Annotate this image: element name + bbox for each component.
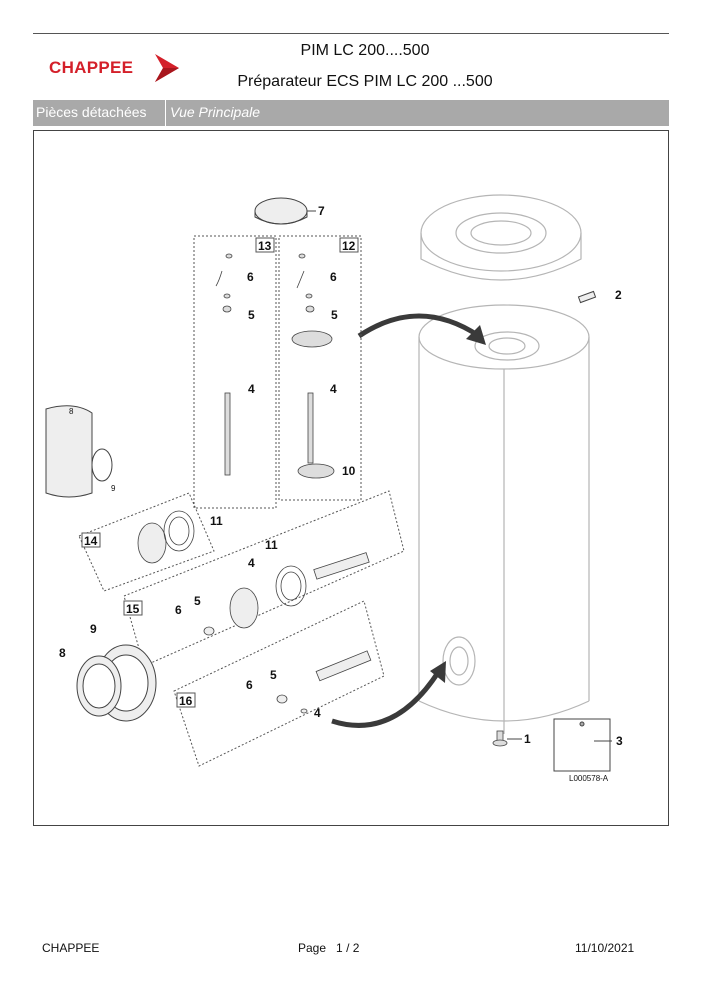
reference-code: L000578-A bbox=[569, 774, 609, 783]
arrow-head-top bbox=[466, 325, 486, 345]
callout-9-small: 9 bbox=[111, 484, 116, 493]
callout-15: 15 bbox=[126, 602, 140, 616]
section-label: Pièces détachées bbox=[33, 100, 166, 126]
kit-15-parts bbox=[203, 552, 370, 636]
kit-box-12 bbox=[278, 235, 362, 501]
callout-9-large: 9 bbox=[90, 622, 97, 636]
footer-page: Page 1 / 2 bbox=[298, 941, 359, 955]
brand-logo: CHAPPEE bbox=[49, 52, 185, 84]
page-total: 2 bbox=[352, 941, 360, 955]
exploded-view-diagram: 7 13 12 6 5 4 bbox=[45, 194, 623, 783]
callout-1: 1 bbox=[524, 732, 531, 746]
callout-7: 7 bbox=[318, 204, 325, 218]
page-separator: / bbox=[346, 941, 350, 955]
callout-4-kit15: 4 bbox=[248, 556, 255, 570]
brand-logo-text: CHAPPEE bbox=[49, 58, 134, 77]
flow-arrows bbox=[331, 313, 481, 728]
header-rule bbox=[33, 33, 669, 34]
callout-12: 12 bbox=[342, 239, 356, 253]
part-2-drawing bbox=[577, 290, 597, 304]
callout-10: 10 bbox=[342, 464, 356, 478]
callout-13: 13 bbox=[258, 239, 272, 253]
callout-4-kit16: 4 bbox=[314, 706, 321, 720]
kit-box-15 bbox=[123, 490, 405, 667]
callout-8-small: 8 bbox=[69, 407, 74, 416]
callout-6-kit13: 6 bbox=[247, 270, 254, 284]
kit-16-parts bbox=[276, 650, 372, 714]
document-title: PIM LC 200....500 bbox=[300, 42, 430, 59]
kit-box-16 bbox=[173, 600, 385, 767]
callout-14: 14 bbox=[84, 534, 98, 548]
kit-box-13 bbox=[193, 235, 277, 509]
footer-date: 11/10/2021 bbox=[575, 941, 635, 955]
part-1-drawing bbox=[492, 730, 508, 747]
front-cover-large-drawing bbox=[76, 644, 157, 722]
page-current: 1 bbox=[336, 941, 343, 955]
kit-box-14 bbox=[78, 492, 215, 592]
callout-4-kit12: 4 bbox=[330, 382, 337, 396]
callout-6-kit15: 6 bbox=[175, 603, 182, 617]
document-subtitle: Préparateur ECS PIM LC 200 ...500 bbox=[237, 73, 493, 90]
callout-16: 16 bbox=[179, 694, 193, 708]
callout-3: 3 bbox=[616, 734, 623, 748]
tank-body-drawing bbox=[418, 304, 590, 734]
callout-5-kit15: 5 bbox=[194, 594, 201, 608]
front-cover-small-drawing bbox=[45, 405, 113, 498]
section-bar: Pièces détachées Vue Principale bbox=[33, 100, 669, 126]
callout-6-kit12: 6 bbox=[330, 270, 337, 284]
callout-5-kit13: 5 bbox=[248, 308, 255, 322]
view-label: Vue Principale bbox=[170, 104, 261, 120]
footer-company: CHAPPEE bbox=[42, 941, 100, 955]
part-3-drawing bbox=[553, 718, 611, 772]
brand-wing-icon bbox=[155, 54, 179, 82]
kit-12-parts bbox=[291, 253, 335, 479]
cover-7-drawing bbox=[254, 197, 308, 225]
exploded-view-frame: 7 13 12 6 5 4 bbox=[33, 130, 669, 826]
callout-11-kit15: 11 bbox=[265, 538, 278, 552]
arrow-head-bottom bbox=[430, 661, 446, 683]
page-label: Page bbox=[298, 941, 327, 955]
callout-5-kit12: 5 bbox=[331, 308, 338, 322]
kit-14-parts bbox=[137, 510, 195, 564]
callout-4-kit13: 4 bbox=[248, 382, 255, 396]
callout-8-large: 8 bbox=[59, 646, 66, 660]
callout-2: 2 bbox=[615, 288, 622, 302]
callout-6-kit16: 6 bbox=[246, 678, 253, 692]
callout-5-kit16: 5 bbox=[270, 668, 277, 682]
callout-11-kit14: 11 bbox=[210, 514, 223, 528]
tank-lid-drawing bbox=[420, 194, 582, 281]
kit-13-parts bbox=[215, 253, 233, 476]
